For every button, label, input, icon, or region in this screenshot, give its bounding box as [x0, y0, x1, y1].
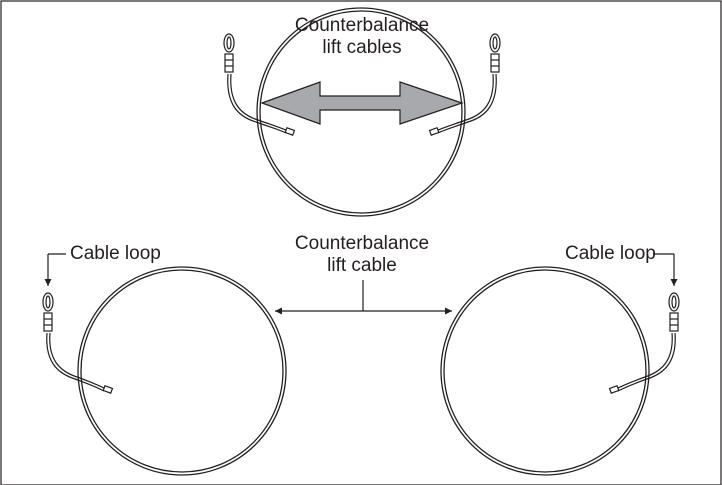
- left-cable-loop-label: Cable loop: [70, 243, 161, 264]
- right-cable-loop: [668, 292, 680, 332]
- right-loop-leader: [653, 253, 678, 286]
- right-cable-coil: [440, 266, 650, 476]
- right-cable-loop-label: Cable loop: [565, 243, 656, 264]
- top-label-line1: Counterbalance: [294, 15, 430, 36]
- top-cables-label: Counterbalance lift cables: [287, 15, 437, 59]
- double-headed-arrow: [260, 81, 464, 125]
- middle-label-line1: Counterbalance: [294, 233, 430, 254]
- middle-cable-label: Counterbalance lift cable: [287, 233, 437, 277]
- left-loop-leader: [44, 253, 66, 286]
- top-left-cable-tail: [227, 73, 296, 136]
- top-right-cable-loop: [489, 33, 501, 73]
- top-left-cable-loop: [223, 33, 235, 73]
- left-cable-loop: [42, 292, 54, 332]
- left-cable-tail: [46, 332, 114, 394]
- left-cable-coil: [77, 266, 287, 476]
- middle-label-line2: lift cable: [327, 255, 397, 276]
- top-label-line2: lift cables: [322, 37, 402, 58]
- top-cable-coil: [256, 7, 466, 217]
- middle-callout-lines: [275, 280, 452, 315]
- top-right-cable-tail: [428, 73, 497, 136]
- right-cable-tail: [608, 332, 676, 394]
